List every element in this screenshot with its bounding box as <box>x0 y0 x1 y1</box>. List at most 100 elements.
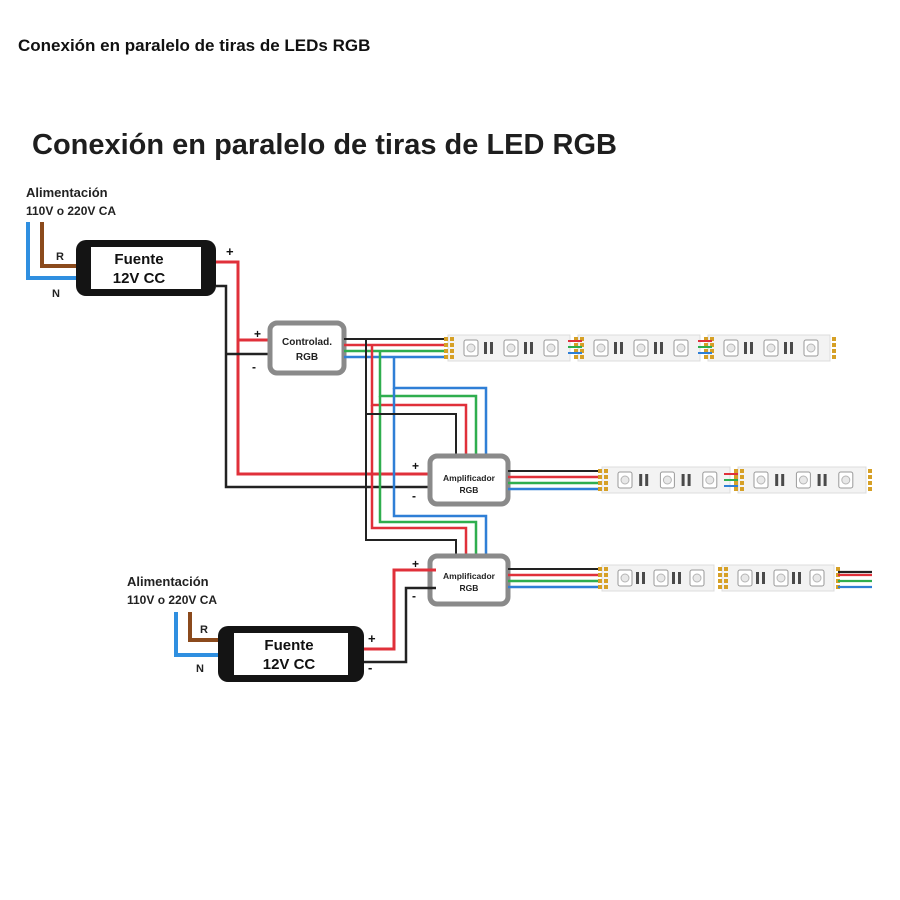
led-strip-1-pad <box>710 355 714 359</box>
led-strip-3-pad <box>604 573 608 577</box>
led-strip-1-resistor <box>524 342 527 354</box>
neutral-label-bottom: N <box>196 663 204 675</box>
led-strip-1-pad <box>710 343 714 347</box>
led-strip-1-pad <box>450 349 454 353</box>
mains-label-top: Alimentación <box>26 185 108 200</box>
tap-black <box>365 339 457 560</box>
led-strip-1-resistor <box>750 342 753 354</box>
led-strip-3-pad <box>604 579 608 583</box>
led-strip-1-pad <box>704 343 708 347</box>
amp1-plus: + <box>412 459 419 473</box>
page-caption: Conexión en paralelo de tiras de LEDs RG… <box>18 36 371 55</box>
led-strip-3-pad <box>598 579 602 583</box>
led-strip-1-resistor <box>484 342 487 354</box>
led-strip-1-pad <box>444 337 448 341</box>
phase-label-top: R <box>56 251 64 263</box>
led-strip-1-pad <box>710 349 714 353</box>
led-strip-1-pad <box>574 337 578 341</box>
psu-top-positive-wire <box>216 260 436 476</box>
led-strip-3-pad <box>836 567 840 571</box>
led-strip-3-led-lens <box>776 573 786 583</box>
led-strip-3-resistor <box>798 572 801 584</box>
led-strip-1-pad <box>450 343 454 347</box>
led-strip-2-resistor <box>639 474 643 486</box>
amp1-line1: Amplificador <box>443 473 496 483</box>
led-strip-1-pad <box>580 343 584 347</box>
led-strip-2-pad <box>734 487 738 491</box>
psu-top-negative-wire <box>216 284 436 489</box>
led-strip-1-pad <box>832 355 836 359</box>
led-strip-1-led-lens <box>806 343 816 353</box>
led-strip-3-pad <box>718 585 722 589</box>
led-strip-3-pad <box>598 573 602 577</box>
led-strip-2-resistor <box>645 474 649 486</box>
amp1-minus: - <box>412 489 416 503</box>
mains-brown-wire-top <box>40 222 92 268</box>
led-strip-1-led-lens <box>506 343 516 353</box>
led-strip-1-resistor <box>660 342 663 354</box>
led-strip-1-pad <box>580 355 584 359</box>
controller-line1: Controlad. <box>282 337 332 348</box>
led-strip-1-led-lens <box>546 343 556 353</box>
psu-top-line1: Fuente <box>114 251 163 268</box>
led-strip-1-resistor <box>790 342 793 354</box>
led-strip-2-pad <box>740 487 744 491</box>
led-strip-1-resistor <box>784 342 787 354</box>
led-strip-3-resistor <box>762 572 765 584</box>
led-strip-1-resistor <box>654 342 657 354</box>
led-strip-2-led-lens <box>662 475 672 485</box>
tap-red-2 <box>370 405 468 560</box>
led-strip-3-pad <box>604 567 608 571</box>
psu-bottom-minus: - <box>368 660 372 675</box>
led-strip-2-pad <box>868 481 872 485</box>
tap-green-2 <box>378 396 478 560</box>
led-strip-1-resistor <box>744 342 747 354</box>
led-strip-2-pad <box>734 475 738 479</box>
led-strip-1-pad <box>832 349 836 353</box>
led-strip-3-led-lens <box>656 573 666 583</box>
mains-voltage-bottom: 110V o 220V CA <box>127 593 217 607</box>
led-strip-2-pad <box>604 475 608 479</box>
neutral-label-top: N <box>52 288 60 300</box>
controller-line2: RGB <box>296 352 318 363</box>
led-strip-1-pad <box>574 355 578 359</box>
led-strip-1-pad <box>444 355 448 359</box>
led-strip-1-pad <box>704 337 708 341</box>
led-strip-2-pad <box>598 475 602 479</box>
led-strip-3-pad <box>718 573 722 577</box>
mains-voltage-top: 110V o 220V CA <box>26 204 116 218</box>
amp1-line2: RGB <box>460 485 479 495</box>
led-strip-3-resistor <box>642 572 645 584</box>
led-strip-3-led-lens <box>740 573 750 583</box>
amp2-line1: Amplificador <box>443 571 496 581</box>
led-strip-2-led-lens <box>756 475 766 485</box>
led-strip-3-resistor <box>636 572 639 584</box>
controller-minus: - <box>252 360 256 374</box>
psu-top-label-panel <box>91 247 201 289</box>
led-strip-2-pad <box>734 481 738 485</box>
diagram-title: Conexión en paralelo de tiras de LED RGB <box>32 129 617 161</box>
led-strip-1-pad <box>574 343 578 347</box>
led-strip-2-pad <box>868 487 872 491</box>
psu-top-line2: 12V CC <box>113 270 166 287</box>
led-strip-1-led-lens <box>596 343 606 353</box>
amp1-box <box>427 453 511 507</box>
led-strip-2-led-lens <box>798 475 808 485</box>
led-strip-3-led-lens <box>692 573 702 583</box>
led-strip-2-resistor <box>823 474 827 486</box>
led-strip-1-led-lens <box>676 343 686 353</box>
led-strip-3-resistor <box>678 572 681 584</box>
led-strip-1-resistor <box>614 342 617 354</box>
led-strip-3-pad <box>724 579 728 583</box>
controller-box <box>267 320 347 376</box>
amp2-plus: + <box>412 557 419 571</box>
led-strip-2-pad <box>734 469 738 473</box>
psu-bottom-label-panel <box>234 633 348 675</box>
psu-bottom-negative-wire <box>364 586 436 664</box>
led-strip-2-pad <box>740 469 744 473</box>
led-strip-3-pad <box>718 579 722 583</box>
led-strip-1-resistor <box>490 342 493 354</box>
led-strip-2-pad <box>604 481 608 485</box>
psu-bottom-positive-wire <box>364 568 436 651</box>
led-strip-1-pad <box>444 343 448 347</box>
